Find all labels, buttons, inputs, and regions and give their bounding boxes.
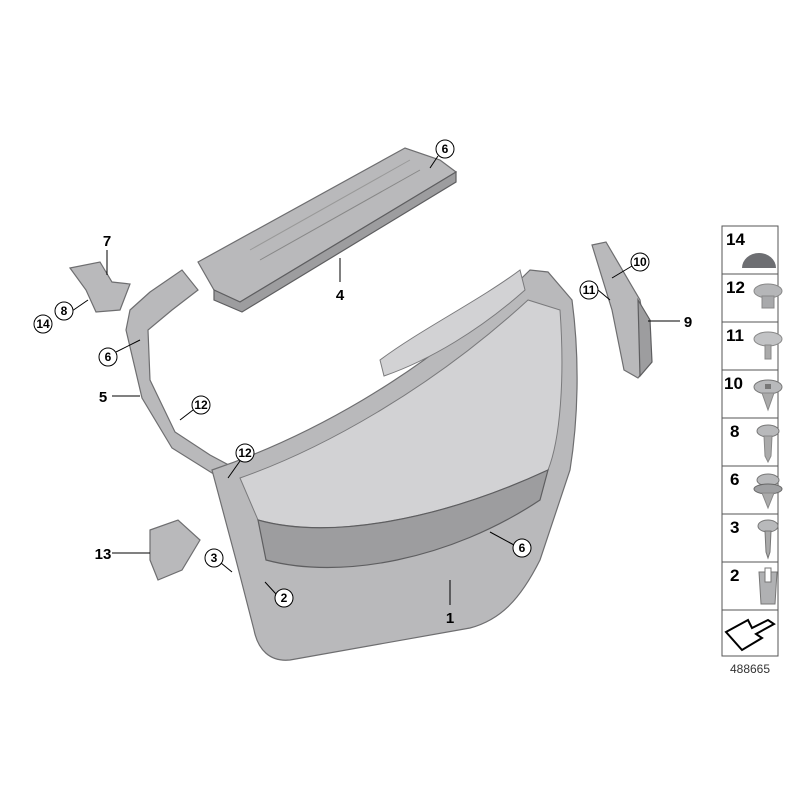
diagram-number: 488665: [730, 662, 770, 676]
callout-6-right: 6: [512, 538, 532, 558]
part-label-13: 13: [95, 546, 112, 563]
svg-text:6: 6: [442, 142, 449, 156]
part-label-9: 9: [684, 314, 692, 331]
part-13-grille-cover[interactable]: [149, 519, 201, 581]
self-tapping-screw-icon: [757, 519, 779, 560]
legend-number-3: 3: [730, 518, 739, 537]
part-label-1: 1: [446, 610, 454, 627]
part-7-trim-piece[interactable]: [68, 261, 131, 313]
legend-number-8: 8: [730, 422, 739, 441]
svg-text:10: 10: [633, 255, 647, 269]
torx-clip-icon: [753, 379, 783, 412]
legend-number-6: 6: [730, 470, 739, 489]
svg-text:12: 12: [194, 398, 208, 412]
screw-icon: [756, 424, 780, 464]
legend-number-2: 2: [730, 566, 739, 585]
callout-12-lower: 12: [235, 443, 255, 463]
part-1-tailgate-trim-panel[interactable]: [211, 269, 578, 661]
leader-lines: [71, 155, 680, 605]
fastener-legend: 14 12 11 10 8 6 3 2: [721, 225, 783, 657]
svg-text:6: 6: [105, 350, 112, 364]
legend-number-11: 11: [726, 326, 744, 345]
svg-text:12: 12: [238, 446, 252, 460]
legend-number-14: 14: [726, 230, 745, 249]
legend-number-12: 12: [726, 278, 745, 297]
callout-11: 11: [579, 280, 599, 300]
callout-3: 3: [204, 548, 224, 568]
legend-number-10: 10: [724, 374, 743, 393]
push-clip-icon: [753, 331, 783, 360]
svg-text:11: 11: [583, 283, 596, 297]
part-5-side-trim[interactable]: [125, 269, 240, 479]
svg-text:14: 14: [36, 317, 50, 331]
svg-text:2: 2: [281, 591, 288, 605]
expanding-rivet-icon: [753, 283, 783, 309]
callout-10: 10: [630, 252, 650, 272]
callout-6-top: 6: [435, 139, 455, 159]
svg-text:8: 8: [61, 304, 68, 318]
arrow-icon: [724, 618, 776, 652]
callout-2: 2: [274, 588, 294, 608]
callout-6-left: 6: [98, 347, 118, 367]
spring-nut-icon: [758, 567, 778, 605]
svg-text:3: 3: [211, 551, 218, 565]
cap-icon: [742, 253, 776, 268]
callout-14: 14: [33, 314, 53, 334]
callout-8: 8: [54, 301, 74, 321]
part-9-right-trim[interactable]: [591, 241, 653, 379]
part-4-upper-trim[interactable]: [197, 147, 458, 313]
part-label-7: 7: [103, 233, 111, 250]
part-label-4: 4: [336, 287, 345, 304]
clip-with-seal-icon: [753, 473, 783, 510]
part-label-5: 5: [99, 389, 107, 406]
callout-12-upper: 12: [191, 395, 211, 415]
svg-text:6: 6: [519, 541, 526, 555]
